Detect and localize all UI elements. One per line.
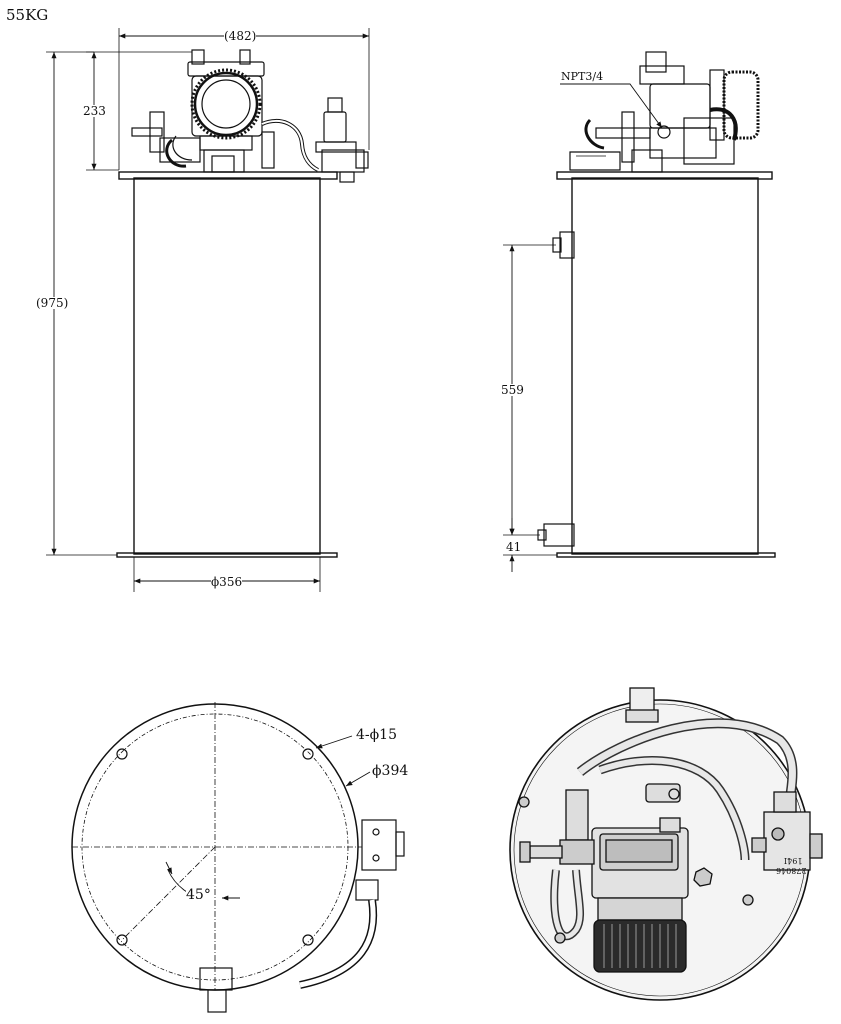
front-view [46, 28, 370, 592]
side-base-dim: 41 [506, 540, 522, 554]
photo-solenoid [763, 811, 811, 871]
bolt-hole [116, 748, 128, 760]
top-right-solenoid [361, 819, 397, 871]
front-width-dim: (482) [224, 29, 257, 43]
photo-view [509, 687, 823, 1001]
side-view [503, 51, 776, 572]
side-top-plate [556, 171, 773, 180]
photo-motor [593, 919, 687, 973]
front-total-height-dim: (975) [36, 296, 69, 310]
side-tank-body [571, 177, 759, 555]
photo-plate-text-2: 194I [784, 856, 803, 865]
front-top-height-dim: 233 [83, 104, 106, 118]
front-diameter-dim: ϕ356 [211, 575, 243, 589]
front-tank-body [133, 177, 321, 555]
side-port-label: NPT3/4 [561, 70, 604, 83]
side-height-dim: 559 [501, 383, 524, 397]
top-view [71, 702, 405, 1013]
side-upper-port [559, 231, 575, 259]
weight-label: 55KG [6, 6, 49, 24]
top-diameter-label: ϕ394 [372, 763, 409, 779]
top-bottom-fitting [199, 967, 233, 991]
side-pump-assembly [569, 51, 760, 173]
side-lower-port [543, 523, 575, 547]
photo-pump [591, 817, 689, 973]
photo-plate-text-1: 278046 [776, 866, 807, 875]
front-base-plate [116, 552, 338, 558]
side-base-plate [556, 552, 776, 558]
top-holes-label: 4-ϕ15 [356, 727, 397, 743]
top-angle-label: 45° [186, 887, 211, 903]
bolt-hole [302, 748, 314, 760]
front-motor-assembly [131, 49, 369, 183]
bolt-hole [302, 934, 314, 946]
bolt-hole [116, 934, 128, 946]
